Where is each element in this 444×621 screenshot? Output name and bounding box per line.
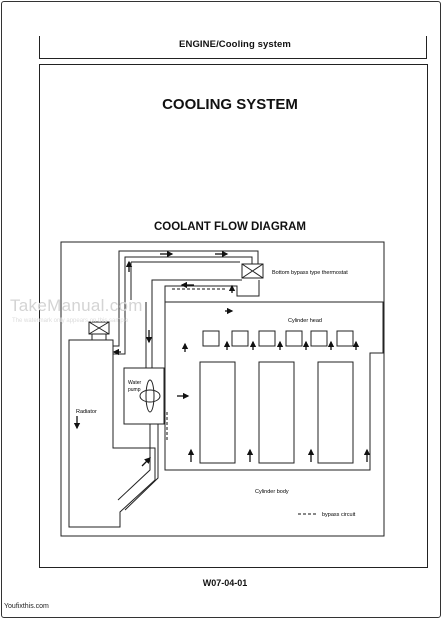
radiator-cap (88, 321, 110, 335)
legend-label: bypass circuit (322, 512, 356, 518)
cylinder-body-label: Cylinder body (255, 489, 289, 495)
lower-hose (117, 424, 159, 511)
thermostat-label: Bottom bypass type thermostat (272, 270, 348, 276)
diagram-frame (60, 241, 385, 537)
water-pump-impeller (145, 379, 155, 413)
page-title: COOLING SYSTEM (162, 96, 298, 113)
page-code: W07-04-01 (202, 578, 248, 588)
header-left-rule (39, 36, 40, 58)
engine-block (164, 301, 384, 471)
flow-arrows (73, 250, 371, 467)
cylinder-head-label: Cylinder head (288, 318, 322, 324)
head-port (231, 330, 249, 347)
diagram-title: COOLANT FLOW DIAGRAM (153, 221, 307, 233)
header-right-rule (426, 36, 427, 58)
cylinder (317, 361, 354, 464)
head-port (202, 330, 220, 347)
head-port (258, 330, 276, 347)
header-divider (39, 58, 427, 59)
cylinder (258, 361, 295, 464)
radiator-label: Radiator (76, 409, 97, 415)
upper-hose (164, 280, 260, 302)
watermark: TakeManual.com (10, 296, 143, 315)
water-pump-housing (123, 367, 165, 425)
head-port (285, 330, 303, 347)
head-port (336, 330, 354, 347)
cylinder (199, 361, 236, 464)
radiator (68, 339, 156, 528)
water-pump-label-2: pump (128, 387, 141, 393)
water-pump-label: Water (128, 380, 141, 386)
section-title: ENGINE/Cooling system (179, 39, 291, 50)
pump-inlet-hose (145, 302, 153, 368)
head-port (310, 330, 328, 347)
footer-site: Youfixthis.com (4, 603, 49, 610)
watermark-subtext: The watermark only appears on this sampl… (12, 318, 129, 324)
bypass-flow (166, 288, 226, 440)
radiator-inlet-hose (113, 256, 253, 355)
content-box (39, 64, 428, 568)
